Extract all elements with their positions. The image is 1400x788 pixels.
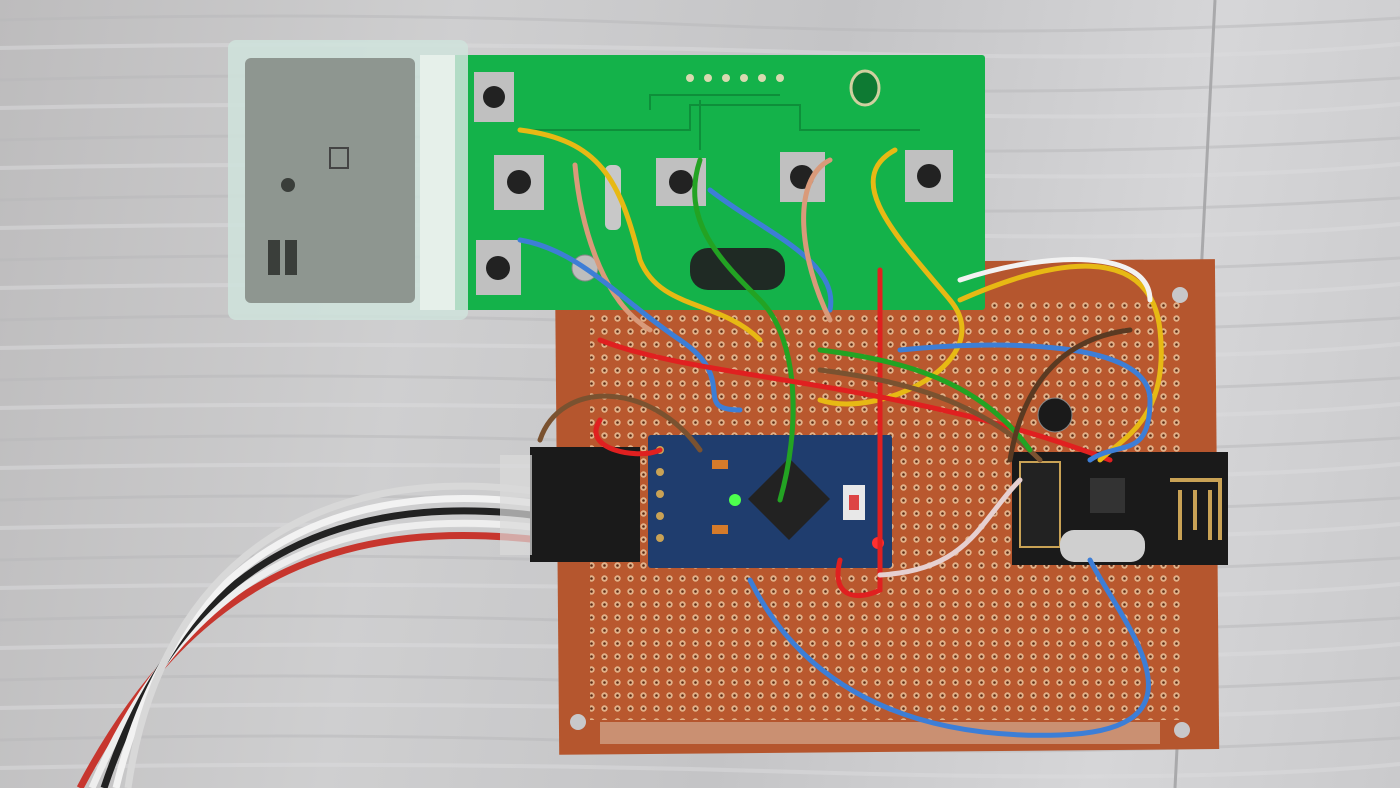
nrf24-radio-module <box>1012 452 1228 565</box>
green-remote-pcb <box>440 55 985 310</box>
electrolytic-capacitor <box>1037 397 1073 433</box>
ribbon-cable <box>76 482 541 788</box>
lcd-display <box>228 40 468 320</box>
pin-header-connector <box>500 447 640 562</box>
tactile-buttons <box>474 72 953 295</box>
capacitor <box>690 248 785 290</box>
arduino-pro-mini <box>648 435 892 568</box>
jumper-wires <box>517 127 1164 738</box>
